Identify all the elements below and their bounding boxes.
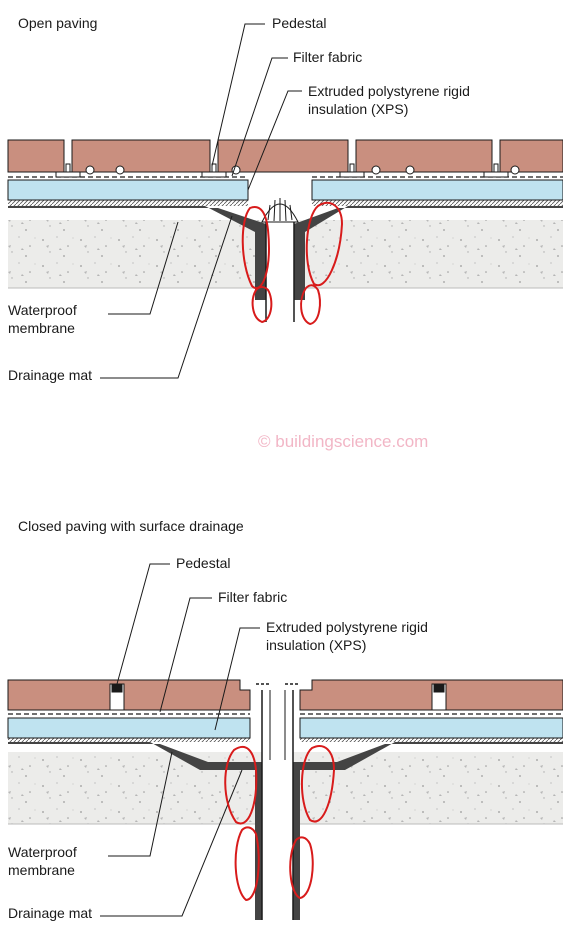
drainage-mat-label: Drainage mat (8, 367, 92, 383)
drainage-mat-label-bottom: Drainage mat (8, 905, 92, 921)
closed-paving-diagram: Closed paving with surface drainage (7, 518, 563, 922)
open-paving-diagram: Open paving (7, 15, 563, 383)
pedestal-label: Pedestal (272, 15, 326, 31)
open-paving-title: Open paving (18, 15, 97, 31)
waterproof-label-line2-bottom: membrane (8, 862, 75, 878)
xps-label-line1-bottom: Extruded polystyrene rigid (266, 619, 428, 635)
xps-insulation-right-bottom (299, 717, 563, 739)
leader-lines-bottom (100, 563, 260, 917)
pedestal-label-bottom: Pedestal (176, 555, 230, 571)
xps-insulation-left (7, 179, 249, 201)
drain-pipe-bottom (262, 682, 293, 922)
filter-fabric-label: Filter fabric (293, 49, 362, 65)
waterproof-label-line2: membrane (8, 320, 75, 336)
closed-paving-title: Closed paving with surface drainage (18, 518, 244, 534)
drainage-mat-right (294, 206, 563, 300)
pedestal-supports (55, 163, 520, 178)
waterproof-label-line1: Waterproof (8, 302, 77, 318)
watermark: © buildingscience.com (258, 432, 428, 451)
red-highlight-circles (241, 201, 343, 325)
filter-fabric-label-bottom: Filter fabric (218, 589, 287, 605)
red-highlight-circles-bottom (224, 745, 335, 901)
xps-label-line1: Extruded polystyrene rigid (308, 83, 470, 99)
xps-insulation-left-bottom (7, 717, 251, 739)
pavers (7, 139, 563, 173)
waterproof-label-line1-bottom: Waterproof (8, 844, 77, 860)
paver-left (7, 679, 251, 711)
leader-lines (100, 23, 302, 379)
xps-label-line2-bottom: insulation (XPS) (266, 637, 366, 653)
drain-pipe (266, 222, 294, 322)
xps-insulation-right (311, 179, 563, 201)
xps-label-line2: insulation (XPS) (308, 101, 408, 117)
